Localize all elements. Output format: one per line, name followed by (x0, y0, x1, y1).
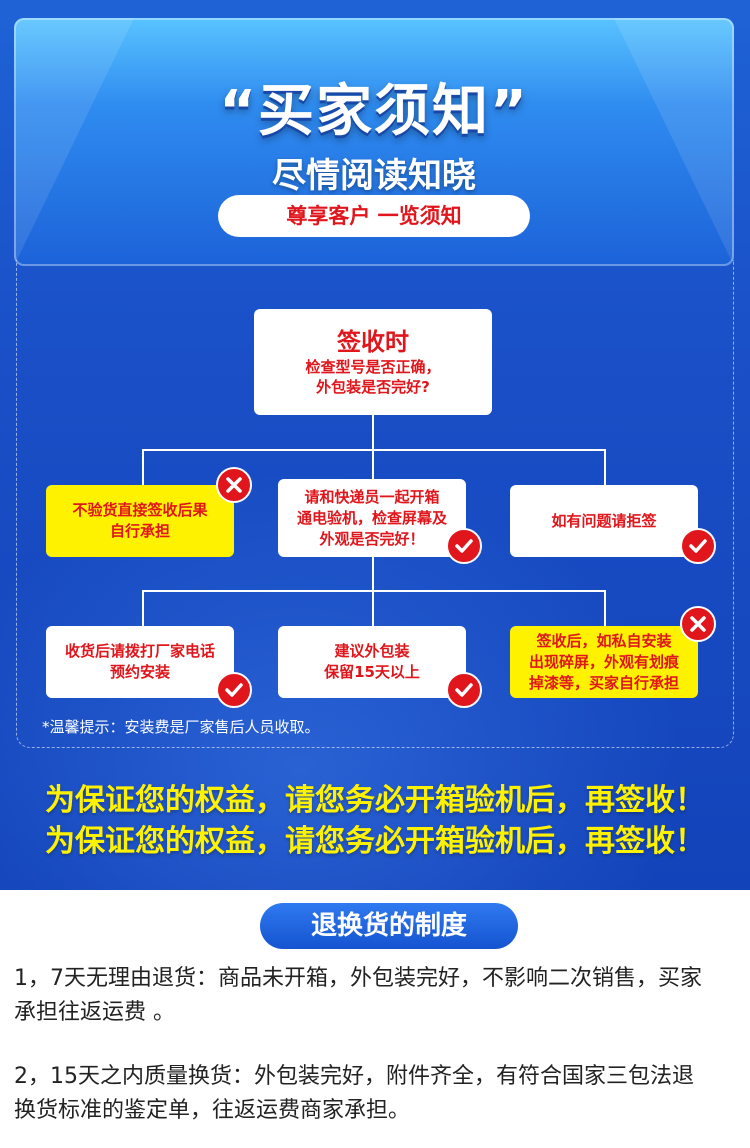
check-icon (446, 672, 482, 708)
connector-line (142, 449, 606, 451)
check-icon (446, 528, 482, 564)
connector-line (372, 449, 374, 479)
flow-card-text: 如有问题请拒签 (551, 511, 657, 530)
flow-card-text: 签收后，如私自安装 出现碎屏，外观有划痕 掉漆等，买家自行承担 (528, 631, 679, 692)
install-fee-tip: *温馨提示：安装费是厂家售后人员收取。 (42, 718, 320, 736)
flow-card-text: 不验货直接签收后果 自行承担 (72, 501, 208, 540)
connector-line (604, 449, 606, 485)
page-subtitle: 尽情阅读知晓 (272, 156, 476, 196)
flow-dashed-frame (16, 260, 734, 748)
check-icon (680, 528, 716, 564)
connector-line (372, 590, 374, 626)
check-icon (216, 672, 252, 708)
flow-card-text: 收货后请拨打厂家电话 预约安装 (64, 642, 215, 681)
policy-item: 2，15天之内质量换货：外包装完好，附件齐全，有符合国家三包法退换货标准的鉴定单… (14, 1064, 694, 1123)
sign-check-text: 检查型号是否正确， 外包装是否完好? (305, 358, 441, 396)
flow-card-text: 建议外包装 保留15天以上 (324, 642, 420, 681)
return-policy-section: 退换货的制度 1，7天无理由退货：商品未开箱，外包装完好，不影响二次销售，买家承… (0, 890, 750, 1148)
flow-card-text: 请和快递员一起开箱 通电验机，检查屏幕及 外观是否完好！ (296, 487, 447, 548)
flow-card-install-call: 收货后请拨打厂家电话 预约安装 (46, 626, 234, 698)
policy-title: 退换货的制度 (260, 903, 518, 949)
top-section: “买家须知” 尽情阅读知晓 尊享客户 一览须知 签收时 检查型号是否正确， 外包… (0, 0, 750, 890)
connector-line (142, 449, 144, 485)
flow-card-keep-package: 建议外包装 保留15天以上 (278, 626, 466, 698)
vip-notice-pill: 尊享客户 一览须知 (218, 195, 530, 237)
header-banner: “买家须知” 尽情阅读知晓 (14, 18, 734, 266)
policy-item: 1，7天无理由退货：商品未开箱，外包装完好，不影响二次销售，买家承担往返运费 。 (14, 966, 702, 1025)
warning-line: 为保证您的权益，请您务必开箱验机后，再签收！ (45, 783, 705, 818)
banner-decoration-left (14, 18, 134, 266)
flow-card-open-inspect: 请和快递员一起开箱 通电验机，检查屏幕及 外观是否完好！ (278, 479, 466, 557)
banner-decoration-right (614, 18, 734, 266)
connector-line (372, 415, 374, 450)
warning-line: 为保证您的权益，请您务必开箱验机后，再签收！ (45, 824, 705, 859)
connector-line (372, 557, 374, 591)
connector-line (604, 590, 606, 626)
flow-card-self-install: 签收后，如私自安装 出现碎屏，外观有划痕 掉漆等，买家自行承担 (510, 626, 698, 698)
connector-line (142, 590, 606, 592)
sign-check-title: 签收时 (337, 328, 409, 356)
page-title: “买家须知” (219, 79, 529, 144)
cross-icon (680, 606, 716, 642)
flow-card-refuse: 如有问题请拒签 (510, 485, 698, 557)
connector-line (142, 590, 144, 626)
flow-card-no-inspect: 不验货直接签收后果 自行承担 (46, 485, 234, 557)
sign-check-card: 签收时 检查型号是否正确， 外包装是否完好? (254, 309, 492, 415)
cross-icon (216, 467, 252, 503)
